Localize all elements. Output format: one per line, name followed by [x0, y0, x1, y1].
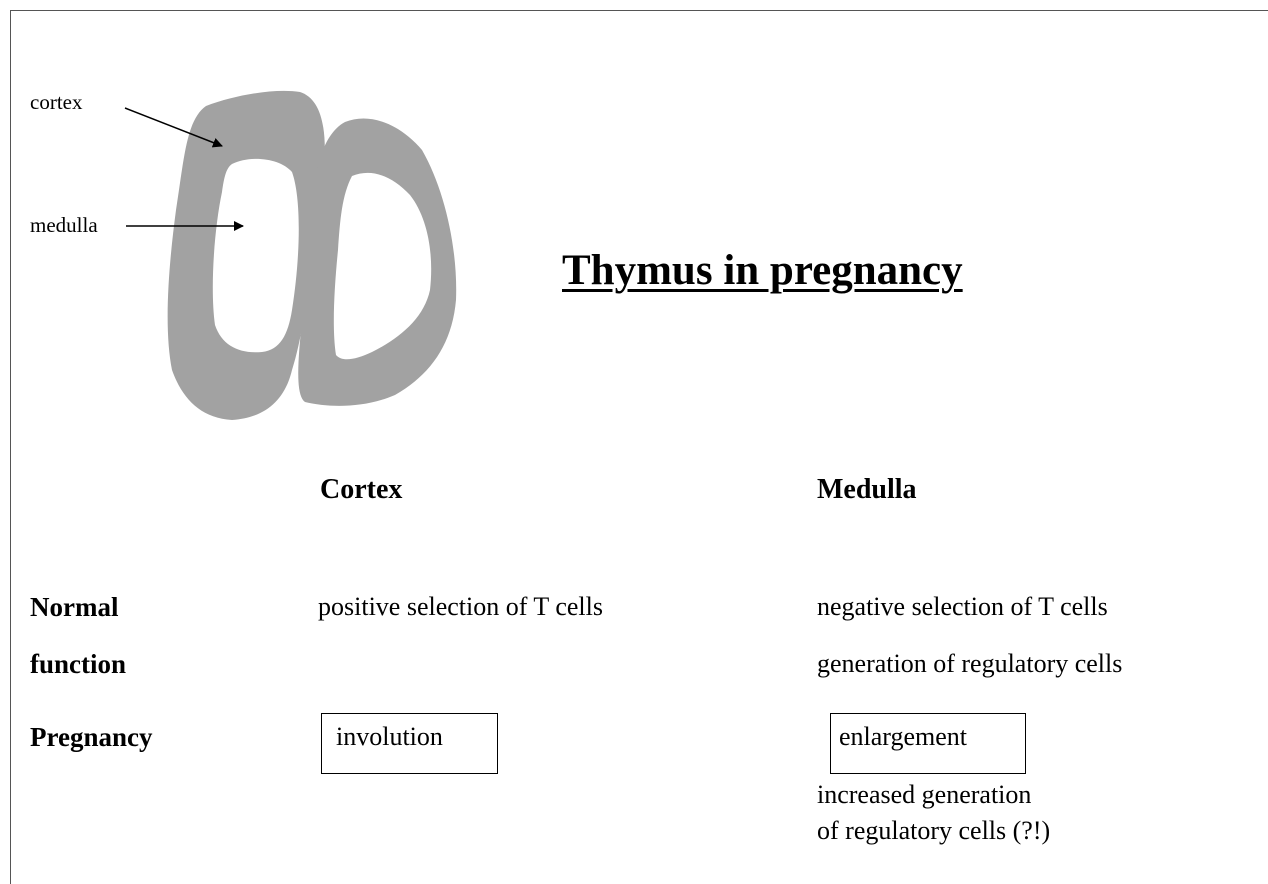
pregnancy-medulla-note-2: of regulatory cells (?!) [817, 816, 1050, 846]
row-label-normal: Normal [30, 592, 118, 623]
normal-cortex-text: positive selection of T cells [318, 592, 603, 622]
cortex-label: cortex [30, 92, 82, 113]
normal-medulla-text-2: generation of regulatory cells [817, 649, 1122, 679]
column-header-cortex: Cortex [320, 474, 402, 506]
pregnancy-medulla-note-1: increased generation [817, 780, 1031, 810]
row-label-function: function [30, 649, 126, 680]
page-title: Thymus in pregnancy [562, 246, 963, 295]
medulla-label: medulla [30, 215, 98, 236]
pregnancy-medulla-box: enlargement [830, 713, 1026, 774]
pregnancy-cortex-box: involution [321, 713, 498, 774]
normal-medulla-text-1: negative selection of T cells [817, 592, 1108, 622]
row-label-pregnancy: Pregnancy [30, 722, 153, 753]
left-lobe-medulla [213, 159, 299, 352]
column-header-medulla: Medulla [817, 474, 917, 506]
